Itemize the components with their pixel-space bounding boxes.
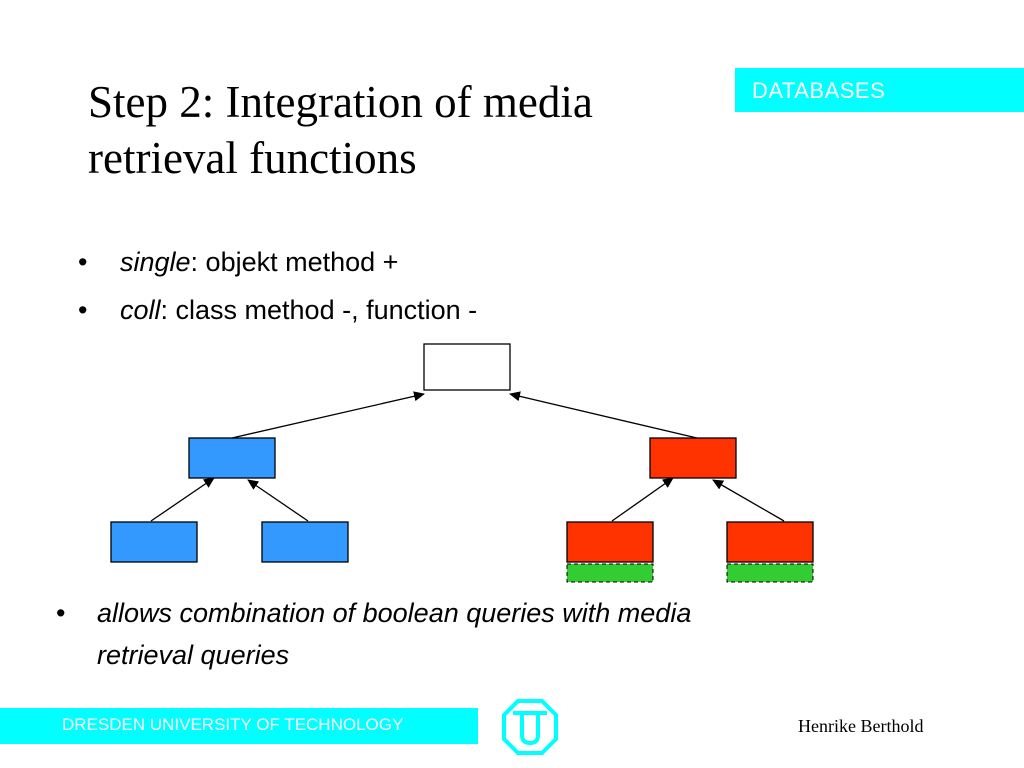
arrow-blue-left-to-blue [150, 477, 215, 522]
conclusion-line-1: allows combination of boolean queries wi… [97, 598, 692, 628]
university-logo-icon [502, 699, 558, 755]
arrow-blue-right-to-blue [247, 479, 309, 522]
conclusion-bullet-dot: • [56, 598, 66, 628]
blue-child-right-node [261, 521, 349, 563]
arrow-red-left-to-red [611, 477, 674, 522]
bullet-single: single: objekt method + [78, 238, 477, 286]
section-tag: DATABASES [735, 68, 1024, 112]
arrow-blue-to-root [231, 391, 425, 439]
green-extension-right [726, 563, 814, 583]
slide-title: Step 2: Integration of media retrieval f… [88, 74, 708, 186]
author-name: Henrike Berthold [798, 716, 924, 736]
bullet-list: single: objekt method + coll: class meth… [78, 238, 477, 334]
footer-bar: DRESDEN UNIVERSITY OF TECHNOLOGY [0, 708, 478, 744]
conclusion-line-2: retrieval queries [97, 640, 290, 670]
bullet-single-text: : objekt method + [190, 247, 399, 277]
red-child-left-node [566, 521, 654, 563]
blue-child-left-node [110, 521, 198, 563]
arrow-red-right-to-red [712, 479, 785, 522]
bullet-coll-term: coll [120, 295, 161, 325]
bullet-coll: coll: class method -, function - [78, 286, 477, 334]
root-node [423, 343, 511, 391]
green-extension-left [566, 563, 654, 583]
section-tag-label: DATABASES [752, 78, 886, 103]
bullet-coll-text: : class method -, function - [160, 295, 478, 325]
title-line-2: retrieval functions [88, 133, 417, 183]
title-line-1: Step 2: Integration of media [88, 77, 593, 127]
red-parent-node [649, 437, 737, 479]
bullet-single-term: single [120, 247, 191, 277]
red-child-right-node [726, 521, 814, 563]
conclusion-bullet: • allows combination of boolean queries … [56, 592, 916, 676]
blue-parent-node [188, 437, 276, 479]
university-name: DRESDEN UNIVERSITY OF TECHNOLOGY [62, 715, 404, 734]
arrow-red-to-root [509, 391, 698, 439]
